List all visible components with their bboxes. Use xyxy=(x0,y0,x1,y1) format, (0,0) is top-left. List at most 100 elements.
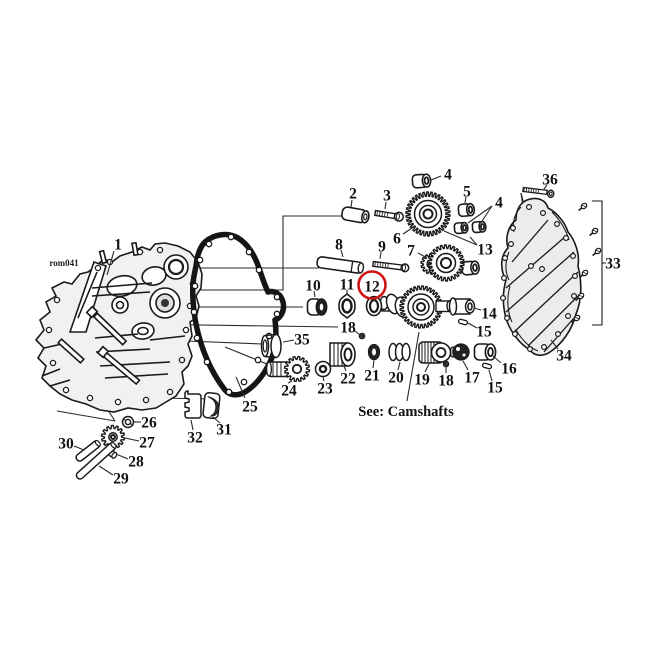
part-number-24: 24 xyxy=(281,383,297,400)
part-number-21: 21 xyxy=(364,368,380,385)
part-5-bushing xyxy=(457,202,476,218)
part-31-guide xyxy=(202,391,221,420)
part-number-15: 15 xyxy=(476,324,492,341)
part-32-guide xyxy=(184,390,202,419)
part-number-4: 4 xyxy=(495,195,503,212)
part-label-2-1: 2 xyxy=(349,186,357,208)
part-label-21-22: 21 xyxy=(364,359,380,385)
leader-line xyxy=(183,215,358,291)
part-10-bushing xyxy=(306,298,328,316)
part-9-screw xyxy=(372,260,410,273)
part-number-16: 16 xyxy=(501,361,517,378)
part-label-24-25: 24 xyxy=(281,380,297,400)
part-15-key xyxy=(481,362,493,370)
part-number-20: 20 xyxy=(388,370,404,387)
part-number-23: 23 xyxy=(317,381,333,398)
part-label-31-33: 31 xyxy=(212,416,232,439)
part-12-washer xyxy=(365,295,383,317)
part-label-3-2: 3 xyxy=(383,188,391,210)
image-code: rom041 xyxy=(49,258,79,268)
part-label-22-23: 22 xyxy=(340,365,356,388)
part-label-11-11: 11 xyxy=(340,277,354,295)
part-number-35: 35 xyxy=(294,332,310,349)
part-label-23-24: 23 xyxy=(317,376,333,398)
crankcase-drawing xyxy=(34,241,203,413)
part-label-8-8: 8 xyxy=(335,237,344,258)
case-stud-bolt xyxy=(57,337,85,365)
part-8-shaft xyxy=(316,256,365,274)
part-label-34-36: 34 xyxy=(550,339,572,365)
part-label-26-28: 26 xyxy=(134,415,157,432)
part-15-key xyxy=(457,318,469,326)
leader-line xyxy=(56,410,116,422)
part-number-4: 4 xyxy=(444,167,452,184)
part-label-27-29: 27 xyxy=(124,435,155,452)
part-24-gear-shaft xyxy=(265,355,311,383)
part-label-10-10: 10 xyxy=(305,278,321,298)
part-29-shaft xyxy=(75,441,117,480)
part-number-2: 2 xyxy=(349,186,357,203)
part-number-3: 3 xyxy=(383,188,391,205)
part-number-33: 33 xyxy=(605,256,621,273)
part-number-34: 34 xyxy=(556,348,572,365)
part-20-washer xyxy=(401,342,411,362)
case-stud-bolt xyxy=(92,312,128,346)
part-number-14: 14 xyxy=(481,306,497,323)
part-number-15: 15 xyxy=(487,380,503,397)
part-number-25: 25 xyxy=(242,399,258,416)
part-number-31: 31 xyxy=(216,422,232,439)
leader-line xyxy=(406,331,420,402)
part-label-7-7: 7 xyxy=(407,243,428,260)
part-label-20-21: 20 xyxy=(388,361,404,387)
part-label-29-31: 29 xyxy=(98,465,129,488)
part-label-13-13: 13 xyxy=(443,230,493,259)
part-33-screw xyxy=(592,247,602,257)
part-label-33-35: 33 xyxy=(602,256,621,273)
part-label-17-18: 17 xyxy=(462,360,480,387)
part-17-pinned-gear xyxy=(449,343,470,361)
part-label-19-20: 19 xyxy=(414,363,430,389)
part-number-30: 30 xyxy=(58,436,74,453)
part-label-1-0: 1 xyxy=(106,237,122,276)
part-22-plug xyxy=(329,342,356,367)
part-33-screw xyxy=(579,269,589,279)
part-label-25-27: 25 xyxy=(235,376,258,416)
part-number-8: 8 xyxy=(335,237,343,254)
part-16-roller xyxy=(473,343,497,361)
part-36-screw xyxy=(522,186,555,199)
part-number-10: 10 xyxy=(305,278,321,295)
part-label-32-34: 32 xyxy=(187,419,203,447)
part-label-18-19: 18 xyxy=(438,367,454,390)
camshafts-note: See: Camshafts xyxy=(358,404,454,420)
part-4-bushing xyxy=(411,173,432,189)
part-6-gear xyxy=(405,191,451,237)
part-19-gear xyxy=(418,341,452,364)
part-label-9-9: 9 xyxy=(378,239,386,260)
part-label-30-32: 30 xyxy=(58,436,85,453)
part-30-shaft xyxy=(75,439,101,462)
part-3-screw xyxy=(373,209,405,222)
part-4-bushing xyxy=(471,220,487,234)
part-number-19: 19 xyxy=(414,372,430,389)
part-label-16-16: 16 xyxy=(492,355,517,378)
part-number-26: 26 xyxy=(141,415,157,432)
part-number-9: 9 xyxy=(378,239,386,256)
part-label-35-37: 35 xyxy=(282,332,310,349)
cam-cover-drawing xyxy=(500,197,582,356)
part-label-4-5: 4 xyxy=(467,195,503,224)
part-number-13: 13 xyxy=(477,242,493,259)
part-11-tab-washer xyxy=(338,292,356,320)
part-number-18: 18 xyxy=(340,320,356,337)
part-label-4-3: 4 xyxy=(430,167,452,184)
part-33-screw xyxy=(589,227,599,237)
part-label-18-26: 18 xyxy=(340,320,361,337)
part-33-screw xyxy=(578,202,588,212)
part-number-27: 27 xyxy=(139,435,155,452)
part-number-29: 29 xyxy=(113,471,129,488)
part-label-12-12: 12 xyxy=(357,270,387,300)
part-number-22: 22 xyxy=(340,371,356,388)
part-number-1: 1 xyxy=(114,237,122,254)
part-33-screw xyxy=(575,292,585,302)
part-label-6-6: 6 xyxy=(393,227,413,248)
